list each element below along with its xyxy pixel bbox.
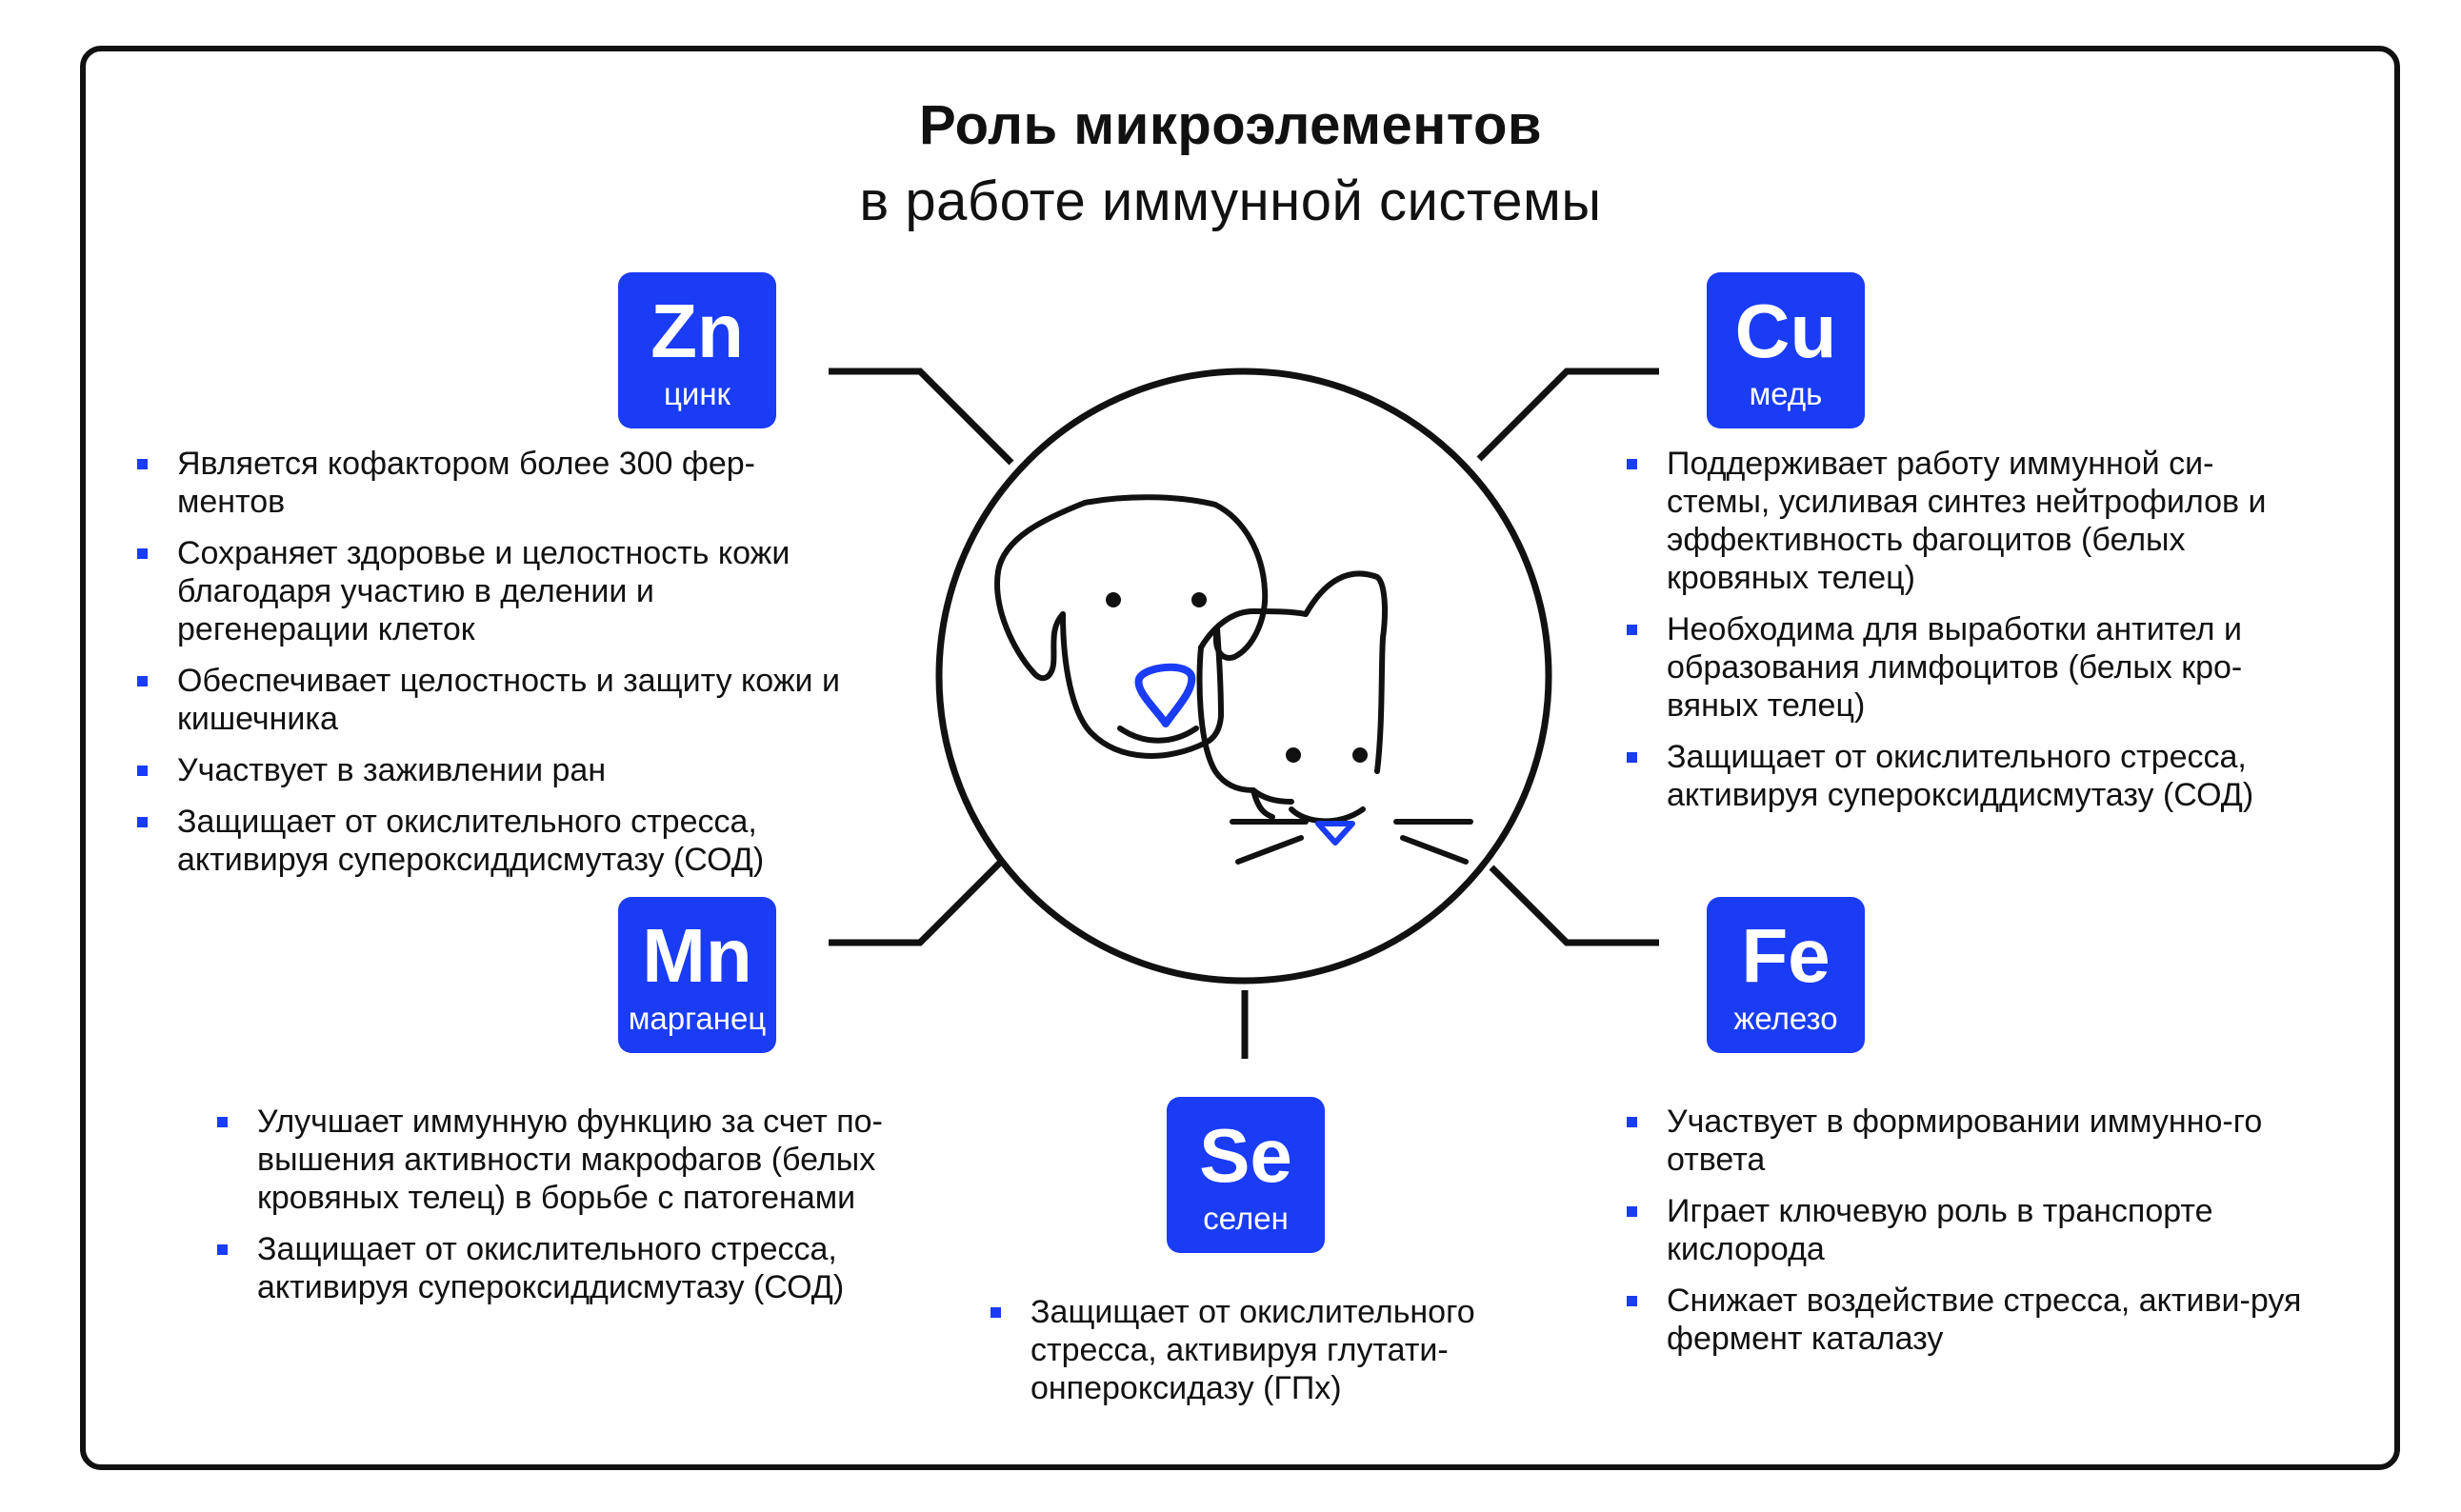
element-symbol: Cu bbox=[1734, 288, 1837, 373]
bullet-icon bbox=[990, 1307, 1001, 1318]
list-item: Защищает от окислительного стресса, акти… bbox=[137, 803, 842, 879]
mn-benefits-list: Улучшает иммунную функцию за счет по-выш… bbox=[217, 1103, 960, 1320]
list-item: Снижает воздействие стресса, активи-руя … bbox=[1627, 1282, 2312, 1358]
connector-zn bbox=[829, 368, 1014, 466]
bullet-icon bbox=[137, 459, 148, 469]
zn-benefits-list: Является кофактором более 300 фер-ментов… bbox=[137, 445, 842, 892]
element-name: цинк bbox=[664, 376, 730, 411]
element-name: марганец bbox=[628, 1001, 767, 1036]
element-tile-mn: Mn марганец bbox=[618, 897, 776, 1053]
bullet-icon bbox=[137, 676, 148, 686]
cu-benefits-list: Поддерживает работу иммунной си-стемы, у… bbox=[1627, 445, 2312, 827]
element-name: селен bbox=[1203, 1201, 1289, 1236]
element-symbol: Mn bbox=[642, 913, 752, 998]
bullet-icon bbox=[137, 817, 148, 827]
list-item: Сохраняет здоровье и целостность кожи бл… bbox=[137, 534, 842, 648]
bullet-icon bbox=[217, 1117, 228, 1127]
list-item: Улучшает иммунную функцию за счет по-выш… bbox=[217, 1103, 960, 1217]
list-item: Защищает от окислительного стресса, акти… bbox=[990, 1293, 1552, 1407]
element-name: железо bbox=[1733, 1001, 1838, 1036]
list-item: Защищает от окислительного стресса, акти… bbox=[1627, 738, 2312, 814]
list-item: Поддерживает работу иммунной си-стемы, у… bbox=[1627, 445, 2312, 597]
connector-fe bbox=[1489, 865, 1659, 946]
element-tile-zn: Zn цинк bbox=[618, 272, 776, 428]
bullet-icon bbox=[1627, 1206, 1637, 1217]
bullet-icon bbox=[1627, 1296, 1637, 1306]
list-item: Участвует в заживлении ран bbox=[137, 751, 842, 789]
bullet-icon bbox=[137, 766, 148, 776]
element-symbol: Zn bbox=[650, 288, 744, 373]
title-subtitle: в работе иммунной системы bbox=[859, 170, 1602, 232]
list-item: Обеспечивает целостность и защиту кожи и… bbox=[137, 662, 842, 738]
element-tile-cu: Cu медь bbox=[1707, 272, 1865, 428]
bullet-icon bbox=[217, 1244, 228, 1255]
element-name: медь bbox=[1749, 376, 1823, 411]
se-benefits-list: Защищает от окислительного стресса, акти… bbox=[990, 1293, 1552, 1421]
bullet-icon bbox=[137, 548, 148, 559]
list-item: Защищает от окислительного стресса, акти… bbox=[217, 1230, 960, 1306]
element-symbol: Se bbox=[1199, 1113, 1292, 1198]
list-item: Является кофактором более 300 фер-ментов bbox=[137, 445, 842, 521]
bullet-icon bbox=[1627, 625, 1637, 635]
bullet-icon bbox=[1627, 1117, 1637, 1127]
element-tile-se: Se селен bbox=[1167, 1097, 1325, 1253]
connector-cu bbox=[1476, 368, 1659, 462]
list-item: Участвует в формировании иммунно-го отве… bbox=[1627, 1103, 2312, 1179]
element-symbol: Fe bbox=[1741, 913, 1831, 998]
outer-frame bbox=[80, 46, 2400, 1470]
title-main: Роль микроэлементов bbox=[918, 94, 1543, 156]
list-item: Играет ключевую роль в транспорте кислор… bbox=[1627, 1192, 2312, 1268]
connector-mn bbox=[829, 848, 1014, 946]
fe-benefits-list: Участвует в формировании иммунно-го отве… bbox=[1627, 1103, 2312, 1371]
bullet-icon bbox=[1627, 459, 1637, 469]
dog-and-cat-icon bbox=[935, 368, 1552, 985]
bullet-icon bbox=[1627, 752, 1637, 763]
element-tile-fe: Fe железо bbox=[1707, 897, 1865, 1053]
list-item: Необходима для выработки антител и образ… bbox=[1627, 610, 2312, 725]
